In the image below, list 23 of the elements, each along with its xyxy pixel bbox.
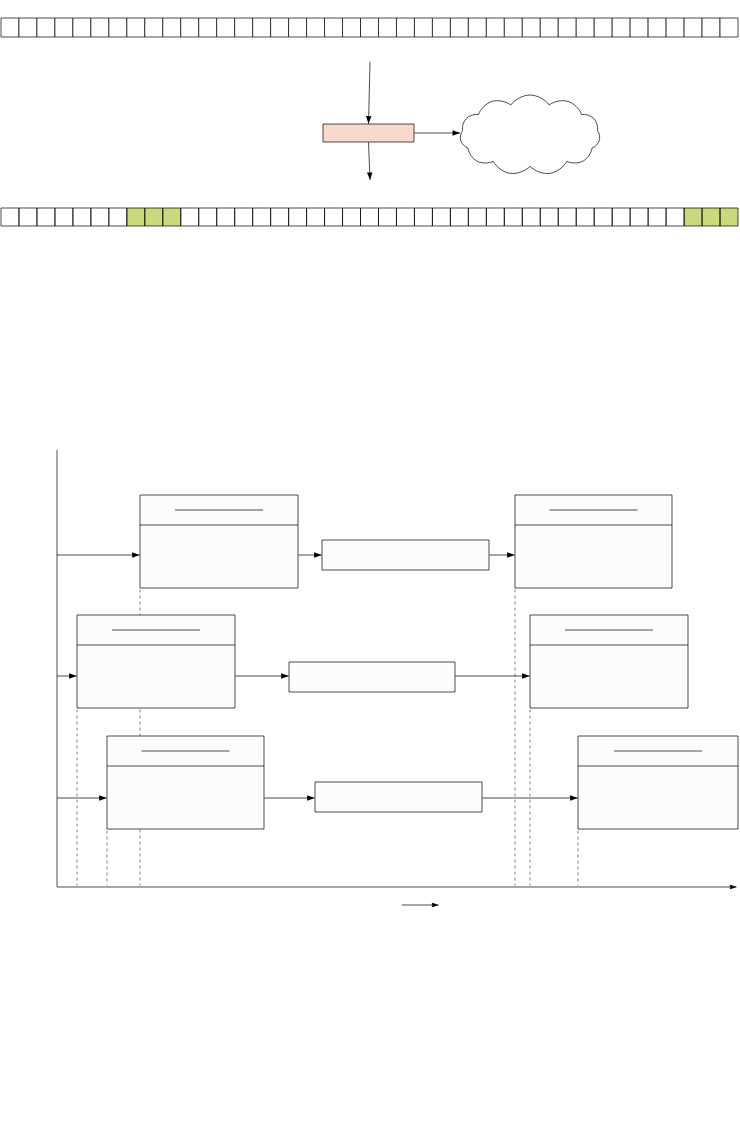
- arrow: [489, 552, 515, 558]
- arrow: [366, 142, 373, 181]
- arrow: [56, 795, 107, 801]
- arrow: [235, 673, 289, 679]
- arrow: [455, 673, 530, 679]
- arrow: [298, 552, 322, 558]
- class-box: [106, 735, 265, 830]
- arrow: [264, 795, 315, 801]
- class-box: [529, 614, 689, 709]
- class-box: [514, 494, 673, 589]
- cloud: [459, 94, 601, 174]
- box: [314, 781, 483, 813]
- arrow: [365, 61, 372, 124]
- class-box: [139, 494, 299, 589]
- arrow: [56, 552, 140, 558]
- box: [288, 661, 456, 693]
- arrow: [56, 673, 77, 679]
- class-box: [577, 735, 739, 830]
- arrow: [482, 795, 578, 801]
- class-box: [76, 614, 236, 709]
- box: [321, 539, 490, 571]
- box: [322, 123, 415, 143]
- arrow: [414, 130, 461, 136]
